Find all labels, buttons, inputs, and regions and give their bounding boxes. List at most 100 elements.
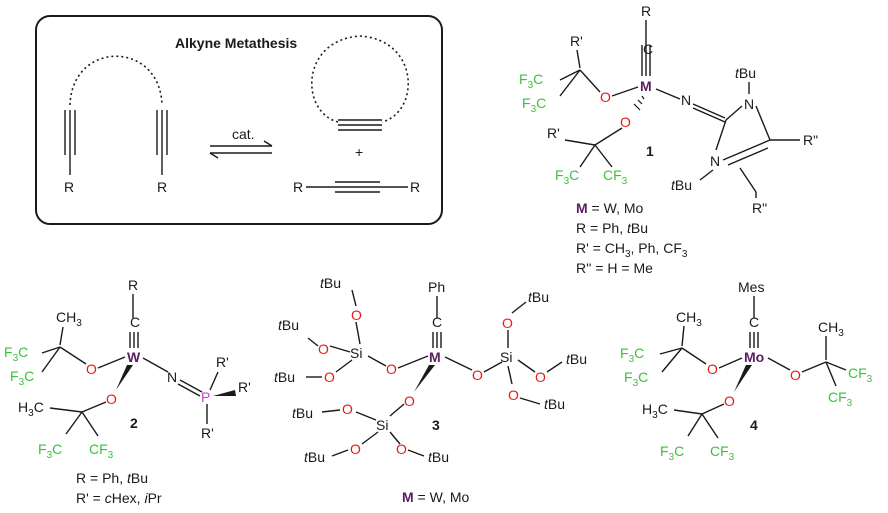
compound-number-4: 4: [750, 417, 758, 433]
legend-rdoubleprime-line: R'' = H = Me: [576, 260, 653, 276]
carbyne-c: C: [749, 314, 759, 330]
compound-1: R C M R' F3C F3C O N tBu N N R" R": [519, 3, 818, 216]
compound-4: Mes C Mo CH3 F3C F3C O O CH3 CF3 CF3 O H…: [620, 279, 873, 463]
oxygen-atom: O: [86, 361, 97, 377]
legend-metal-line: M = W, Mo: [402, 489, 470, 505]
r-double-prime: R": [803, 132, 818, 148]
oxygen-atom: O: [386, 361, 397, 377]
compound-number-1: 1: [646, 143, 654, 159]
tbu-label: tBu: [292, 405, 313, 421]
r-label: R: [128, 277, 138, 293]
wedge-bond: [116, 365, 133, 390]
f3c-group: F3C: [555, 167, 579, 187]
oxygen-atom: O: [350, 441, 361, 457]
oxygen-atom: O: [724, 393, 735, 409]
phosphorus-atom: P: [201, 389, 210, 405]
f3c-group: F3C: [10, 368, 34, 388]
nitrogen-atom: N: [744, 96, 754, 112]
nitrogen-atom: N: [167, 369, 177, 385]
tbu-label: tBu: [528, 289, 549, 305]
plus-sign: +: [355, 144, 363, 160]
panel-title: Alkyne Metathesis: [175, 35, 297, 51]
oxygen-atom: O: [502, 315, 513, 331]
compound-3: Ph C M O Si O tBu O tBu O tBu O Si O tBu…: [274, 275, 587, 465]
compound-2: R C W CH3 F3C F3C O N P R' R' R' O H3C F…: [4, 277, 251, 461]
cf3-group: CF3: [89, 441, 114, 461]
oxygen-atom: O: [472, 367, 483, 383]
molybdenum-atom: Mo: [744, 349, 764, 365]
tbu-label: tBu: [320, 275, 341, 291]
alkyne-metathesis-panel: Alkyne Metathesis R R cat. + R R: [35, 15, 443, 225]
r-double-prime: R": [752, 200, 767, 216]
cf3-group: CF3: [828, 389, 853, 409]
oxygen-atom: O: [790, 367, 801, 383]
wedge-bond: [734, 365, 752, 392]
f3c-group: F3C: [624, 369, 648, 389]
carbyne-c: C: [130, 314, 140, 330]
oxygen-atom: O: [620, 114, 631, 130]
legend-rprime-line: R' = CH3, Ph, CF3: [576, 240, 688, 260]
ch3-group: CH3: [56, 309, 82, 329]
f3c-group: F3C: [38, 441, 62, 461]
r-label: R: [410, 179, 420, 195]
metal-m: M: [429, 349, 441, 365]
legend-compound-3: M = W, Mo: [402, 489, 470, 505]
compound-number-2: 2: [130, 415, 138, 431]
oxygen-atom: O: [342, 401, 353, 417]
r-prime: R': [201, 425, 214, 441]
carbyne-c: C: [643, 41, 653, 57]
oxygen-atom: O: [351, 307, 362, 323]
oxygen-atom: O: [535, 369, 546, 385]
phenyl-label: Ph: [428, 279, 445, 295]
r-label: R: [64, 179, 74, 195]
ch3-group: CH3: [676, 309, 702, 329]
mesityl-label: Mes: [738, 279, 764, 295]
r-prime: R': [216, 354, 229, 370]
cf3-group: CF3: [603, 167, 628, 187]
h3c-group: H3C: [18, 399, 44, 419]
r-prime: R': [547, 125, 560, 141]
f3c-group: F3C: [519, 71, 543, 91]
oxygen-atom: O: [106, 391, 117, 407]
silicon-atom: Si: [376, 417, 388, 433]
f3c-group: F3C: [4, 344, 28, 364]
r-prime: R': [238, 379, 251, 395]
legend-r-line: R = Ph, tBu: [576, 220, 648, 236]
silicon-atom: Si: [350, 345, 362, 361]
legend-metal-line: M = W, Mo: [576, 200, 644, 216]
cf3-group: CF3: [710, 443, 735, 463]
oxygen-atom: O: [707, 361, 718, 377]
tbu-label: tBu: [304, 449, 325, 465]
oxygen-atom: O: [396, 441, 407, 457]
r-label: R: [157, 179, 167, 195]
h3c-group: H3C: [642, 401, 668, 421]
oxygen-atom: O: [404, 393, 415, 409]
tungsten-atom: W: [127, 349, 141, 365]
r-label: R: [293, 179, 303, 195]
catalyst-label: cat.: [232, 126, 255, 142]
r-label: R: [641, 3, 651, 19]
legend-r-line: R = Ph, tBu: [76, 470, 148, 486]
f3c-group: F3C: [522, 95, 546, 115]
cf3-group: CF3: [848, 365, 873, 385]
tbu-label: tBu: [274, 369, 295, 385]
silicon-atom: Si: [500, 349, 512, 365]
metal-m: M: [640, 78, 652, 94]
tbu-label: tBu: [671, 177, 692, 193]
r-prime: R': [570, 33, 583, 49]
nitrogen-atom: N: [710, 153, 720, 169]
tbu-label: tBu: [428, 449, 449, 465]
tbu-label: tBu: [566, 351, 587, 367]
tbu-label: tBu: [735, 65, 756, 81]
dotted-tether: [69, 55, 163, 106]
legend-compound-2: R = Ph, tBu R' = cHex, iPr: [76, 470, 162, 506]
tbu-label: tBu: [544, 396, 565, 412]
carbyne-c: C: [432, 314, 442, 330]
wedge-bond: [213, 390, 236, 396]
legend-compound-1: M = W, Mo R = Ph, tBu R' = CH3, Ph, CF3 …: [576, 200, 688, 276]
compound-number-3: 3: [432, 417, 440, 433]
nitrogen-atom: N: [681, 92, 691, 108]
f3c-group: F3C: [620, 345, 644, 365]
wedge-bond: [414, 365, 435, 392]
